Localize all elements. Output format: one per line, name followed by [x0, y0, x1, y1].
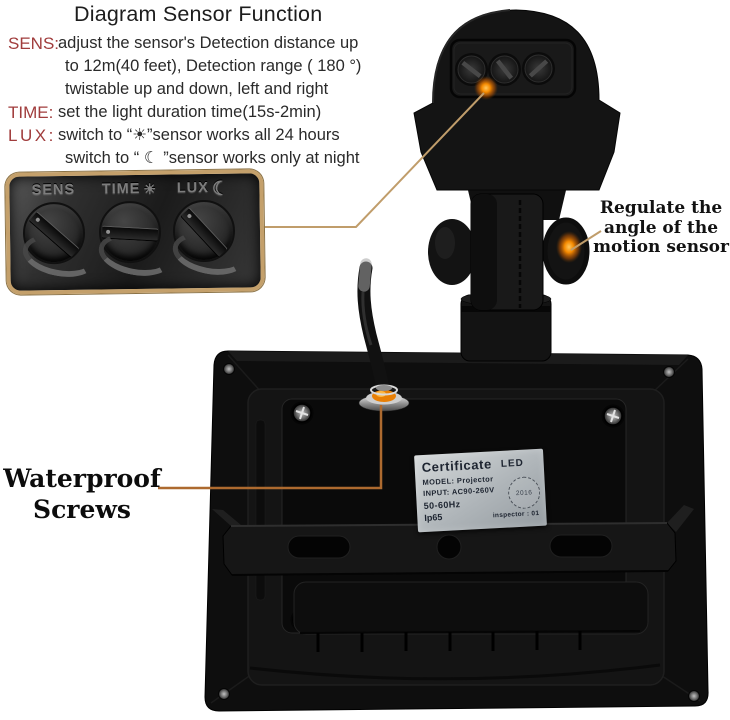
note-line: angle of the: [603, 217, 719, 238]
feature-text: switch to “☀”sensor works all 24 hours: [58, 126, 340, 144]
control-panel-closeup: SENS TIME☀ LUX☾: [5, 169, 265, 295]
feature-text: to 12m(40 feet), Detection range ( 180 °…: [65, 57, 362, 75]
waterproof-callout-line: [158, 405, 383, 490]
feature-time: TIME: set the light duration time(15s-2m…: [8, 101, 406, 124]
certificate-label: Certificate LED MODEL: Projector INPUT: …: [414, 448, 547, 533]
dial-panel-orange-highlight: [474, 76, 498, 100]
time-dial: TIME☀: [93, 178, 176, 282]
regulate-angle-note: Regulate the angle of the motion sensor: [592, 198, 730, 258]
sens-dial: SENS: [17, 179, 100, 283]
ball-joint: [428, 186, 590, 362]
feature-label-sens: SENS:: [8, 34, 60, 53]
motion-sensor-head: [413, 9, 621, 191]
feature-label-time: TIME:: [8, 103, 54, 122]
feature-lux: LUX: switch to “☀”sensor works all 24 ho…: [8, 124, 406, 170]
certificate-led: LED: [500, 457, 525, 470]
time-dial-label: TIME☀: [101, 180, 158, 198]
sens-dial-label: SENS: [31, 181, 76, 199]
page-title: Diagram Sensor Function: [74, 2, 323, 26]
callout-lines: [158, 92, 602, 490]
feature-sens: SENS: adjust the sensor's Detection dist…: [8, 32, 406, 101]
certificate-inspector: inspector : 01: [492, 509, 540, 519]
feature-label-lux: LUX:: [8, 126, 56, 145]
corner-screws: [218, 363, 700, 702]
sun-icon: ☀: [143, 180, 158, 197]
lux-dial-label: LUX☾: [176, 178, 231, 200]
bracket-slot-right: [549, 534, 613, 558]
moon-icon: ☾: [211, 178, 231, 200]
note-line: Screws: [33, 495, 131, 524]
heatsink-fins: [316, 631, 582, 652]
lux-dial: LUX☾: [167, 177, 250, 281]
mounting-bracket: [212, 505, 694, 576]
cable-gland: [358, 384, 410, 412]
feature-text: switch to “ ☾ ”sensor works only at nigh…: [65, 149, 360, 167]
power-cable: [357, 258, 391, 401]
bracket-hole-center: [436, 534, 462, 560]
regulate-callout-line: [570, 230, 602, 251]
certificate-ip-rating: Ip65: [424, 511, 443, 523]
feature-text: twistable up and down, left and right: [65, 80, 329, 98]
bracket-slot-left: [287, 535, 351, 559]
closeup-callout-line: [262, 92, 485, 228]
note-line: Regulate the: [599, 198, 723, 218]
feature-text: set the light duration time(15s-2min): [58, 103, 322, 121]
floodlight-body: [204, 350, 709, 712]
waterproof-screws-note: Waterproof Screws: [2, 463, 162, 525]
note-line: motion sensor: [593, 237, 729, 257]
angle-knob-orange-highlight: [556, 231, 582, 263]
note-line: Waterproof: [3, 464, 161, 493]
sensor-adjust-dials: [455, 52, 555, 86]
sensor-function-info: Diagram Sensor Function SENS: adjust the…: [8, 2, 406, 170]
certificate-title: Certificate: [421, 456, 493, 476]
feature-text: adjust the sensor's Detection distance u…: [58, 34, 359, 52]
